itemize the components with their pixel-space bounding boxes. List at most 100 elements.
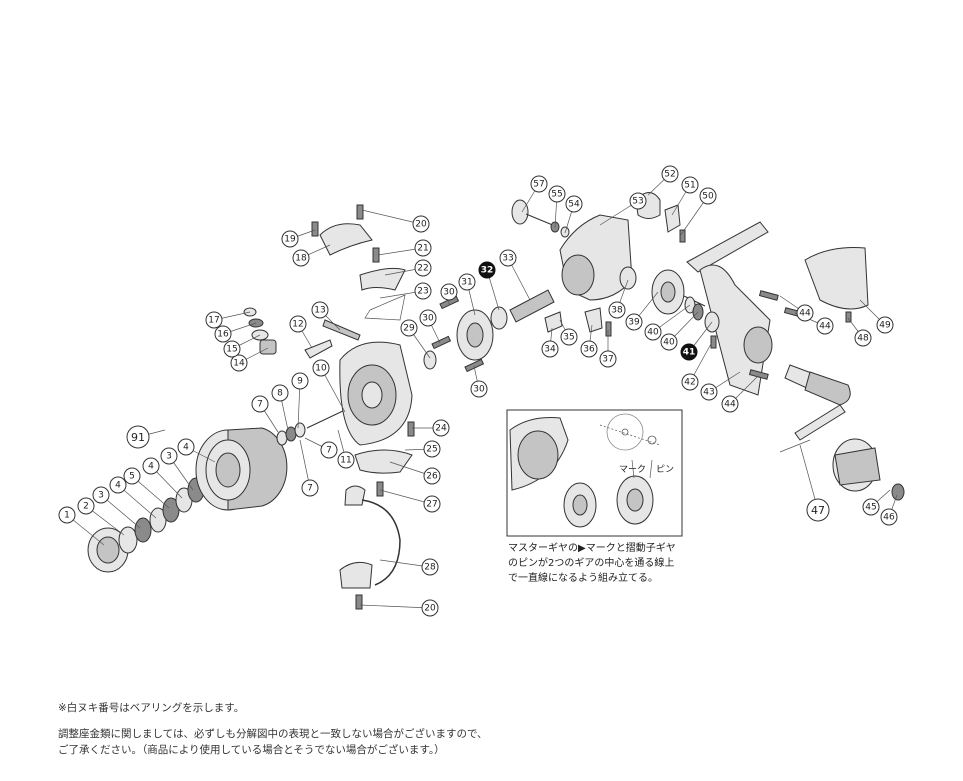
bail-holder — [339, 561, 373, 589]
callout-number: 12 — [292, 320, 303, 330]
callout-number: 41 — [683, 348, 696, 358]
callout-number: 31 — [461, 278, 472, 288]
callout-22: 22 — [414, 259, 432, 277]
callout-number: 29 — [403, 324, 415, 334]
callout-number: 48 — [857, 334, 869, 344]
callout-number: 55 — [551, 190, 562, 200]
callout-7: 7 — [251, 395, 269, 413]
washer-footnote-line-1: 調整座金類に関しましては、必ずしも分解図中の表現と一致しない場合がございますので… — [58, 728, 488, 740]
assembly-note-line: で一直線になるよう組み立てる。 — [508, 573, 658, 584]
callout-number: 5 — [129, 472, 135, 482]
callout-number: 1 — [64, 511, 70, 521]
callout-57: 57 — [530, 175, 548, 193]
callout-number: 20 — [424, 604, 436, 614]
callout-12: 12 — [289, 315, 307, 333]
callout-3: 3 — [92, 486, 110, 504]
callout-91: 91 — [126, 425, 150, 449]
callout-34: 34 — [541, 340, 559, 358]
callout-number: 91 — [131, 431, 145, 444]
callout-30: 30 — [440, 283, 458, 301]
callout-52: 52 — [661, 165, 679, 183]
callout-9: 9 — [291, 372, 309, 390]
leader-line — [361, 209, 422, 225]
callout-number: 33 — [502, 254, 513, 264]
assembly-note-line: マスターギヤの▶マークと摺動子ギヤ — [508, 543, 676, 554]
callout-number: 20 — [415, 220, 427, 230]
bail-arm — [319, 223, 373, 256]
callout-number: 30 — [473, 385, 485, 395]
callout-number: 27 — [426, 500, 437, 510]
callout-number: 18 — [295, 254, 307, 264]
callout-number: 17 — [208, 316, 219, 326]
callout-number: 7 — [257, 400, 263, 410]
callout-number: 34 — [544, 345, 556, 355]
callout-8: 8 — [271, 384, 289, 402]
callout-number: 2 — [83, 502, 89, 512]
callout-5: 5 — [123, 467, 141, 485]
callout-42: 42 — [681, 373, 699, 391]
oscillation-slider — [584, 307, 603, 333]
leader-line — [379, 489, 433, 505]
callout-2: 2 — [77, 497, 95, 515]
callout-40: 40 — [644, 323, 662, 341]
callout-number: 16 — [217, 330, 229, 340]
callout-4: 4 — [109, 476, 127, 494]
callout-number: 3 — [98, 491, 104, 501]
callout-17: 17 — [205, 311, 223, 329]
callout-39: 39 — [625, 313, 643, 331]
callout-number: 21 — [417, 244, 428, 254]
callout-number: 7 — [307, 484, 313, 494]
callout-24: 24 — [432, 419, 450, 437]
rotor-brake — [354, 449, 413, 474]
callout-38: 38 — [608, 301, 626, 319]
callout-53: 53 — [629, 192, 647, 210]
line-roller-cover — [359, 267, 406, 291]
callout-number: 11 — [340, 456, 351, 466]
callout-13: 13 — [311, 301, 329, 319]
callout-36: 36 — [580, 340, 598, 358]
callout-number: 14 — [233, 359, 245, 369]
callout-number: 57 — [533, 180, 544, 190]
callout-number: 9 — [297, 377, 303, 387]
callout-31: 31 — [458, 273, 476, 291]
callout-18: 18 — [292, 249, 310, 267]
callout-number: 24 — [435, 424, 447, 434]
callout-number: 30 — [443, 288, 455, 298]
washer-footnote-line-2: ご了承ください。（商品により使用している場合とそうでない場合がございます。） — [58, 744, 445, 756]
callout-number: 15 — [226, 345, 237, 355]
bail-lower — [344, 485, 366, 506]
callout-number: 44 — [799, 309, 811, 319]
callout-55: 55 — [548, 185, 566, 203]
callout-1: 1 — [58, 506, 76, 524]
assembly-note-line: のピンが2つのギアの中心を通る線上 — [508, 558, 675, 569]
assembly-inset — [506, 409, 683, 537]
callout-19: 19 — [281, 230, 299, 248]
callout-15: 15 — [223, 340, 241, 358]
callout-number: 32 — [481, 266, 494, 276]
pinion-gear — [509, 289, 555, 323]
inset-label-pin: ピン — [656, 465, 675, 475]
callout-number: 42 — [684, 378, 695, 388]
callout-number: 8 — [277, 389, 283, 399]
callout-45: 45 — [862, 498, 880, 516]
bail-trip — [304, 339, 333, 359]
callout-14: 14 — [230, 354, 248, 372]
callout-number: 49 — [879, 321, 891, 331]
callout-number: 44 — [724, 400, 736, 410]
callout-number: 45 — [865, 503, 876, 513]
callout-44: 44 — [721, 395, 739, 413]
callout-number: 43 — [703, 388, 714, 398]
callout-number: 30 — [422, 314, 434, 324]
callout-16: 16 — [214, 325, 232, 343]
callout-30: 30 — [419, 309, 437, 327]
callout-number: 4 — [148, 462, 154, 472]
drag-washer — [118, 526, 138, 554]
callout-number: 23 — [417, 287, 428, 297]
callout-46: 46 — [880, 508, 898, 526]
callout-21: 21 — [414, 239, 432, 257]
leader-line — [359, 604, 431, 609]
callout-number: 35 — [563, 333, 574, 343]
callout-number: 4 — [115, 481, 121, 491]
callout-number: 50 — [702, 192, 714, 202]
